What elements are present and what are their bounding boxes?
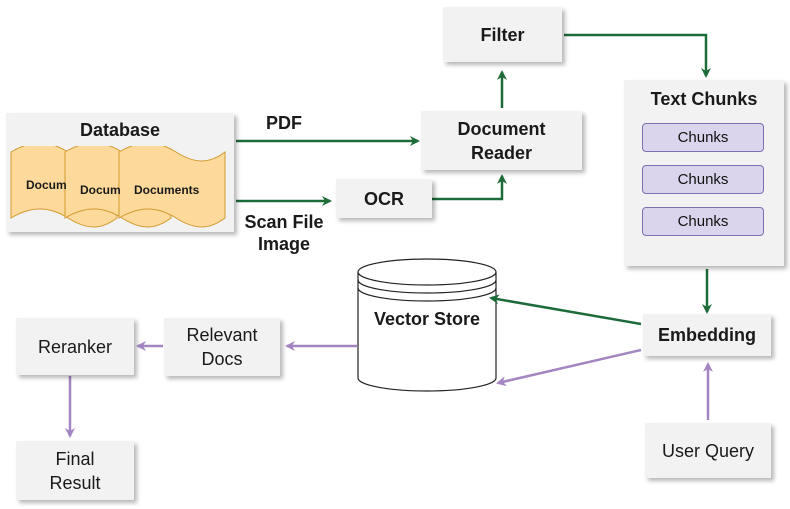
filter-label: Filter — [480, 24, 525, 45]
pdf-edge-label: PDF — [266, 113, 302, 133]
ocr-box: OCR — [336, 179, 432, 218]
relevant-docs-label-line-2: Docs — [201, 349, 243, 369]
document-reader-label-line-1: Document — [457, 118, 546, 139]
chunk-item-3: Chunks — [642, 207, 764, 236]
relevant-docs-box: Relevant Docs — [164, 318, 280, 376]
purple-arrows — [65, 341, 713, 438]
document-label-2: Docum — [80, 183, 120, 197]
embedding-label: Embedding — [658, 325, 756, 345]
user-query-label: User Query — [661, 440, 755, 461]
final-result-label-line-1: Final — [55, 448, 95, 469]
filter-box: Filter — [443, 7, 562, 62]
scan-file-image-label: Scan File Image — [236, 211, 332, 255]
document-label-3: Documents — [134, 183, 200, 197]
vector-store-label: Vector Store — [373, 309, 481, 329]
document-shape-3 — [118, 146, 226, 228]
vector-store-cylinder — [357, 258, 497, 392]
chunk-item-2: Chunks — [642, 165, 764, 194]
ocr-label: OCR — [364, 188, 404, 209]
green-arrows — [236, 33, 712, 326]
document-reader-box: Document Reader — [421, 111, 582, 170]
scan-label-line-2: Image — [257, 234, 311, 254]
documents-stack — [10, 146, 226, 228]
document-label-1: Docum — [26, 178, 66, 192]
arrow-embedding-to-vectorstore — [489, 294, 642, 326]
relevant-docs-label-line-1: Relevant — [186, 325, 258, 345]
embedding-box: Embedding — [643, 314, 771, 356]
scan-label-line-1: Scan File — [244, 212, 324, 232]
final-result-box: Final Result — [16, 441, 134, 500]
arrow-embedding-to-vectorstore-purple — [496, 348, 642, 387]
final-result-label-line-2: Result — [49, 472, 101, 493]
document-reader-label-line-2: Reader — [470, 142, 533, 163]
database-title: Database — [79, 120, 161, 140]
arrow-ocr-to-reader — [432, 174, 507, 201]
text-chunks-title: Text Chunks — [650, 89, 758, 109]
reranker-label: Reranker — [37, 336, 113, 357]
reranker-box: Reranker — [16, 318, 134, 375]
chunk-item-1: Chunks — [642, 123, 764, 152]
user-query-box: User Query — [645, 423, 771, 478]
arrow-filter-to-textchunks — [564, 33, 711, 78]
